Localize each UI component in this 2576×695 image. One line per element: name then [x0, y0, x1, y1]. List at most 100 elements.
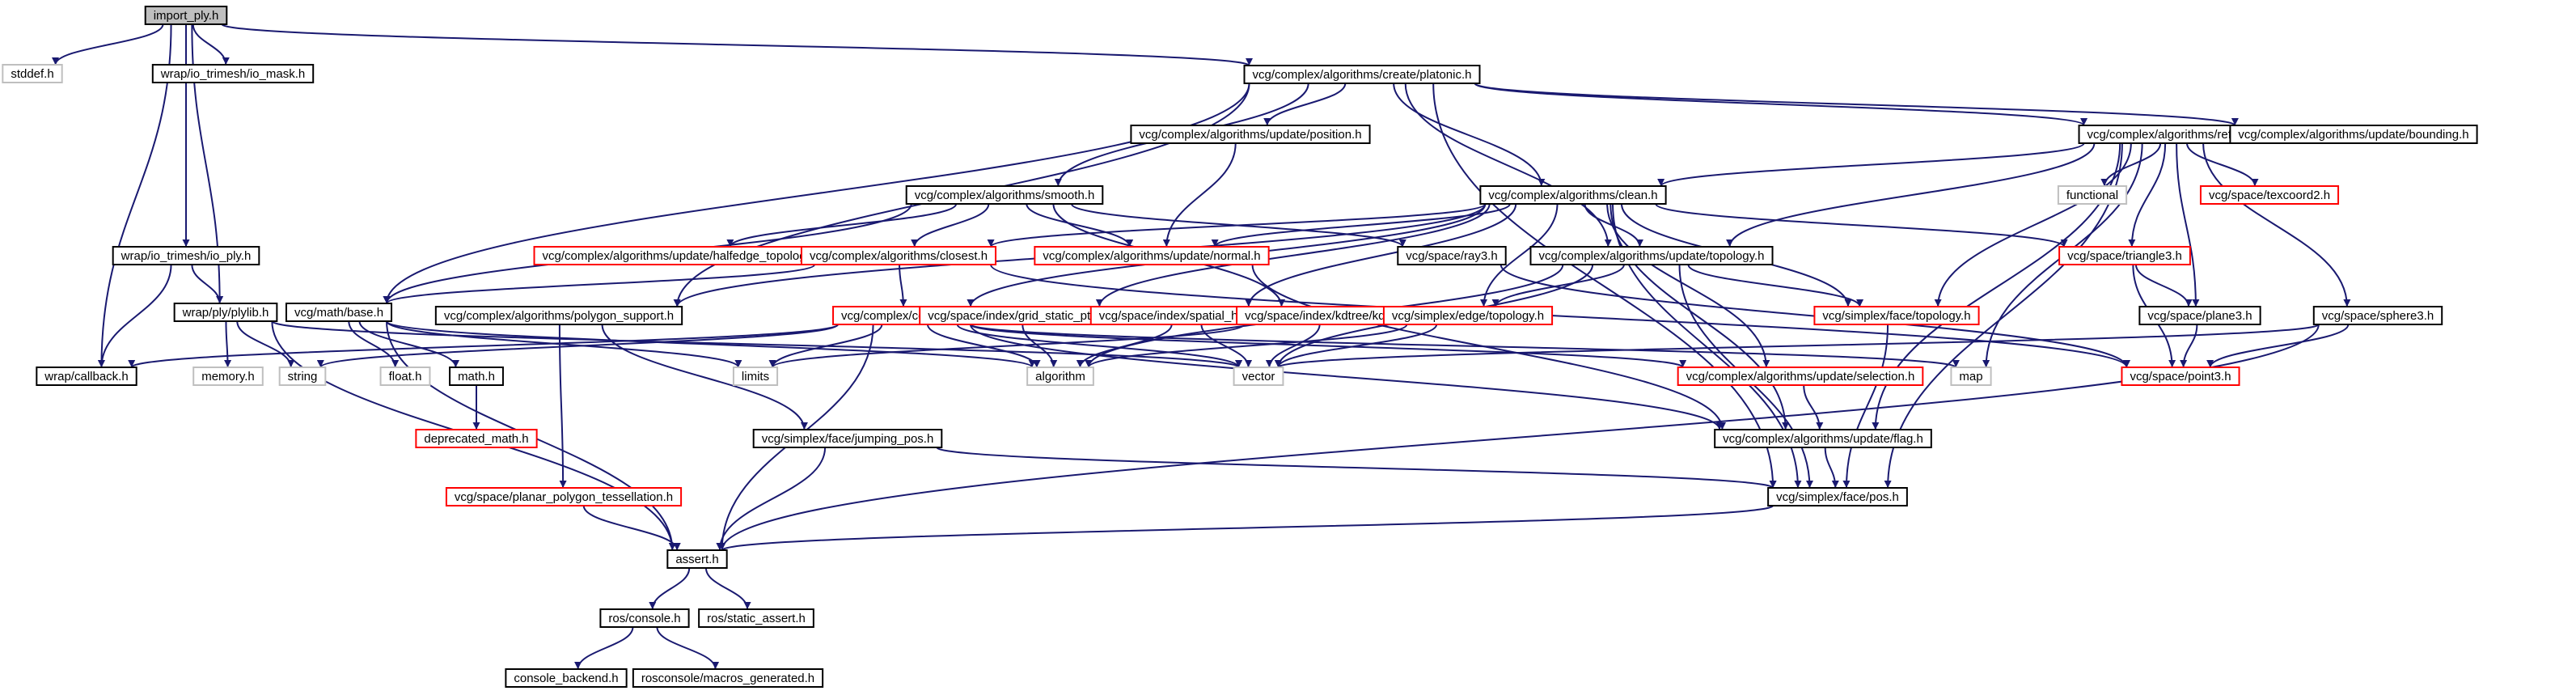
node-label: vcg/complex/algorithms/update/flag.h	[1723, 432, 1923, 446]
edge-assert-to-static-assert	[704, 567, 751, 610]
node-kdtree[interactable]: vcg/space/index/kdtree/kdtree.h	[1236, 306, 1425, 325]
node-label: vcg/complex/algorithms/update/bounding.h	[2238, 128, 2468, 142]
node-face-topology[interactable]: vcg/simplex/face/topology.h	[1813, 306, 1980, 325]
node-point3[interactable]: vcg/space/point3.h	[2121, 367, 2240, 386]
node-planar-tess[interactable]: vcg/space/planar_polygon_tessellation.h	[445, 487, 683, 506]
node-vector[interactable]: vector	[1233, 367, 1284, 386]
node-assert[interactable]: assert.h	[666, 549, 728, 569]
node-box	[2312, 306, 2443, 325]
node-box	[752, 429, 943, 448]
node-plylib[interactable]: wrap/ply/plylib.h	[173, 303, 278, 322]
edge-base-to-float	[348, 320, 400, 368]
node-base[interactable]: vcg/math/base.h	[285, 303, 393, 322]
node-bounding[interactable]: vcg/complex/algorithms/update/bounding.h	[2229, 125, 2478, 144]
node-box	[1767, 487, 1908, 506]
node-label: rosconsole/macros_generated.h	[641, 672, 814, 685]
node-string[interactable]: string	[278, 367, 327, 386]
node-label: deprecated_math.h	[424, 432, 528, 446]
edge-spatial-hashing-to-algorithm	[1076, 324, 1173, 368]
node-clean[interactable]: vcg/complex/algorithms/clean.h	[1479, 185, 1667, 205]
node-memory[interactable]: memory.h	[192, 367, 264, 386]
node-label: vcg/complex/algorithms/update/halfedge_t…	[543, 249, 822, 263]
node-macros-generated[interactable]: rosconsole/macros_generated.h	[632, 668, 824, 688]
node-deprecated-math[interactable]: deprecated_math.h	[415, 429, 538, 448]
node-io-ply[interactable]: wrap/io_trimesh/io_ply.h	[112, 246, 260, 265]
node-label: vcg/space/sphere3.h	[2322, 309, 2434, 323]
edge-clean-to-normal	[1211, 203, 1511, 248]
node-box	[1026, 367, 1094, 386]
node-triangle3[interactable]: vcg/space/triangle3.h	[2058, 246, 2191, 265]
node-position[interactable]: vcg/complex/algorithms/update/position.h	[1130, 125, 1371, 144]
edge-clean-to-edge-topology	[1480, 203, 1559, 307]
node-label: algorithm	[1035, 370, 1085, 384]
node-box	[434, 306, 683, 325]
node-math[interactable]: math.h	[449, 367, 504, 386]
node-polygon-support[interactable]: vcg/complex/algorithms/polygon_support.h	[434, 306, 683, 325]
node-console-backend[interactable]: console_backend.h	[505, 668, 628, 688]
node-sphere3[interactable]: vcg/space/sphere3.h	[2312, 306, 2443, 325]
node-label: vcg/complex/algorithms/update/position.h	[1139, 128, 1361, 142]
node-static-assert[interactable]: ros/static_assert.h	[698, 608, 814, 628]
node-update-topology[interactable]: vcg/complex/algorithms/update/topology.h	[1529, 246, 1774, 265]
node-label: wrap/ply/plylib.h	[182, 306, 269, 320]
node-box	[445, 487, 683, 506]
node-label: console_backend.h	[514, 672, 618, 685]
node-label: vcg/space/triangle3.h	[2067, 249, 2182, 263]
node-label: vcg/complex/algorithms/smooth.h	[915, 189, 1095, 202]
node-label: import_ply.h	[154, 9, 219, 23]
edge-position-to-normal	[1162, 142, 1237, 248]
node-label: wrap/io_trimesh/io_mask.h	[160, 67, 305, 81]
edge-refine-to-texcoord2	[2186, 142, 2259, 187]
edge-kdtree-to-limits	[768, 324, 1246, 368]
node-label: vcg/complex/algorithms/create/platonic.h	[1253, 68, 1472, 82]
node-label: vcg/complex/algorithms/closest.h	[810, 249, 988, 263]
node-functional[interactable]: functional	[2057, 185, 2128, 205]
edge-complex-to-algorithm	[926, 324, 1041, 368]
node-face-pos[interactable]: vcg/simplex/face/pos.h	[1767, 487, 1908, 506]
node-smooth[interactable]: vcg/complex/algorithms/smooth.h	[905, 185, 1104, 205]
node-texcoord2[interactable]: vcg/space/texcoord2.h	[2199, 185, 2340, 205]
edge-platonic-to-base	[383, 83, 1250, 304]
node-ros-console[interactable]: ros/console.h	[599, 608, 690, 628]
node-io-mask[interactable]: wrap/io_trimesh/io_mask.h	[151, 64, 315, 83]
node-stddef[interactable]: stddef.h	[2, 64, 63, 83]
node-label: vcg/math/base.h	[294, 306, 383, 320]
node-box	[2138, 306, 2261, 325]
node-ray3[interactable]: vcg/space/ray3.h	[1397, 246, 1507, 265]
node-plane3[interactable]: vcg/space/plane3.h	[2138, 306, 2261, 325]
node-callback[interactable]: wrap/callback.h	[36, 367, 137, 386]
edge-assert-to-ros-console	[649, 567, 691, 610]
node-label: memory.h	[201, 370, 255, 384]
edge-smooth-to-closest	[911, 203, 990, 248]
node-limits[interactable]: limits	[732, 367, 779, 386]
node-platonic[interactable]: vcg/complex/algorithms/create/platonic.h	[1243, 65, 1481, 84]
edge-ros-console-to-console-backend	[574, 626, 634, 670]
node-box	[1233, 367, 1284, 386]
node-label: vcg/space/texcoord2.h	[2209, 189, 2330, 202]
node-selection[interactable]: vcg/complex/algorithms/update/selection.…	[1677, 367, 1924, 386]
node-edge-topology[interactable]: vcg/simplex/edge/topology.h	[1382, 306, 1554, 325]
node-grid-static-ptr[interactable]: vcg/space/index/grid_static_ptr.h	[919, 306, 1113, 325]
node-float[interactable]: float.h	[379, 367, 431, 386]
node-algorithm[interactable]: algorithm	[1026, 367, 1094, 386]
edge-layer	[52, 23, 2351, 670]
node-halfedge-topology[interactable]: vcg/complex/algorithms/update/halfedge_t…	[533, 246, 831, 265]
node-box	[1950, 367, 1992, 386]
edge-io-ply-to-plylib	[191, 264, 224, 304]
node-import-ply[interactable]: import_ply.h	[144, 6, 228, 25]
edge-clean-to-selection	[1606, 203, 1770, 368]
node-closest[interactable]: vcg/complex/algorithms/closest.h	[800, 246, 997, 265]
edge-sphere3-to-assert	[718, 324, 2320, 551]
node-flag[interactable]: vcg/complex/algorithms/update/flag.h	[1714, 429, 1932, 448]
node-box	[379, 367, 431, 386]
edge-refine-to-triangle3	[2128, 142, 2167, 248]
node-normal[interactable]: vcg/complex/algorithms/update/normal.h	[1034, 246, 1270, 265]
node-label: vcg/complex/algorithms/polygon_support.h	[444, 309, 674, 323]
node-jumping-pos[interactable]: vcg/simplex/face/jumping_pos.h	[752, 429, 943, 448]
node-box	[698, 608, 814, 628]
node-box	[144, 6, 228, 25]
node-map[interactable]: map	[1950, 367, 1992, 386]
node-label: ros/console.h	[608, 612, 680, 625]
node-label: vcg/space/point3.h	[2130, 370, 2231, 384]
edge-clean-to-triangle3	[1655, 203, 2068, 248]
